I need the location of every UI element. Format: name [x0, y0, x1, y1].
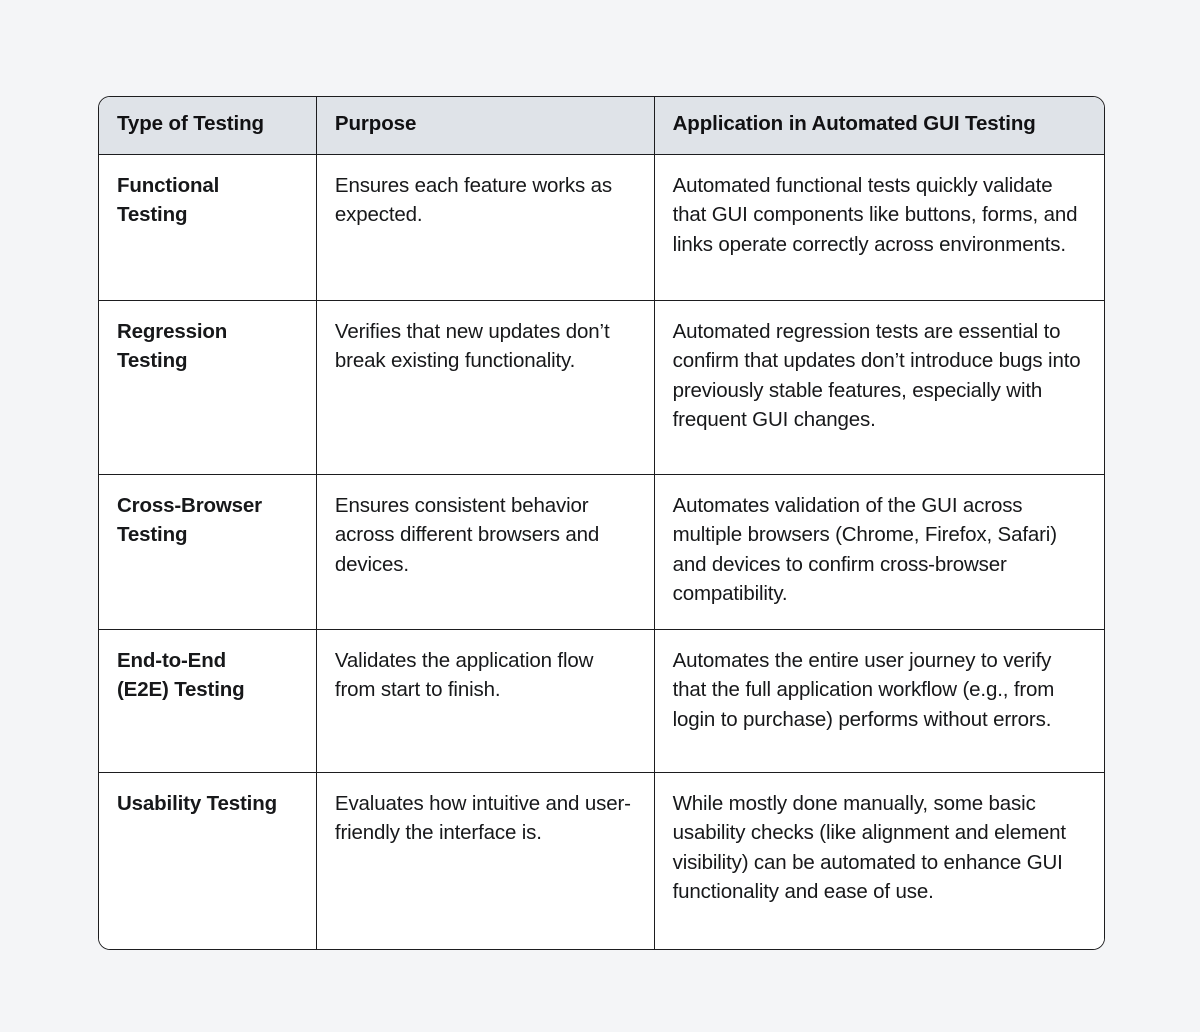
cell-purpose-end-to-end: Validates the application flow from star…: [316, 629, 655, 773]
table-row: End-to-End (E2E) Testing Validates the a…: [99, 629, 1104, 773]
table-row: Usability Testing Evaluates how intuitiv…: [99, 772, 1104, 950]
cell-purpose-functional: Ensures each feature works as expected.: [316, 154, 655, 301]
cell-text: Automates validation of the GUI across m…: [672, 493, 1057, 606]
table-row: Cross-Browser Testing Ensures consistent…: [99, 474, 1104, 630]
table-header: Type of Testing Purpose Application in A…: [99, 97, 1104, 155]
cell-purpose-regression: Verifies that new updates don’t break ex…: [316, 300, 655, 475]
cell-type-functional: Functional Testing: [99, 154, 317, 301]
comparison-table-container: Type of Testing Purpose Application in A…: [98, 96, 1105, 951]
cell-text: Automated functional tests quickly valid…: [672, 173, 1078, 256]
cell-application-cross-browser: Automates validation of the GUI across m…: [654, 474, 1104, 630]
cell-type-cross-browser: Cross-Browser Testing: [99, 474, 317, 630]
cell-text: Automated regression tests are essential…: [672, 319, 1081, 432]
cell-purpose-cross-browser: Ensures consistent behavior across diffe…: [316, 474, 655, 630]
cell-text: Verifies that new updates don’t break ex…: [334, 319, 610, 373]
cell-application-functional: Automated functional tests quickly valid…: [654, 154, 1104, 301]
cell-text: Ensures each feature works as expected.: [334, 173, 613, 227]
table-header-row: Type of Testing Purpose Application in A…: [99, 97, 1104, 155]
cell-text: Automates the entire user journey to ver…: [672, 648, 1055, 731]
cell-application-usability: While mostly done manually, some basic u…: [654, 772, 1104, 950]
table-body: Functional Testing Ensures each feature …: [99, 154, 1104, 950]
cell-text: Usability Testing: [117, 791, 277, 815]
column-header-purpose: Purpose: [316, 97, 655, 155]
cell-type-regression: Regression Testing: [99, 300, 317, 475]
comparison-table: Type of Testing Purpose Application in A…: [99, 97, 1104, 950]
cell-application-end-to-end: Automates the entire user journey to ver…: [654, 629, 1104, 773]
cell-text: Ensures consistent behavior across diffe…: [334, 493, 600, 576]
cell-text: Validates the application flow from star…: [334, 648, 594, 702]
table-row: Functional Testing Ensures each feature …: [99, 154, 1104, 301]
table-row: Regression Testing Verifies that new upd…: [99, 300, 1104, 475]
cell-type-end-to-end: End-to-End (E2E) Testing: [99, 629, 317, 773]
cell-text: End-to-End (E2E) Testing: [117, 648, 245, 702]
cell-application-regression: Automated regression tests are essential…: [654, 300, 1104, 475]
cell-text: Regression Testing: [117, 319, 228, 373]
cell-text: Cross-Browser Testing: [117, 493, 263, 547]
cell-type-usability: Usability Testing: [99, 772, 317, 950]
column-header-application: Application in Automated GUI Testing: [654, 97, 1104, 155]
cell-text: Evaluates how intuitive and user-friendl…: [334, 791, 631, 845]
column-header-type-of-testing: Type of Testing: [99, 97, 317, 155]
cell-purpose-usability: Evaluates how intuitive and user-friendl…: [316, 772, 655, 950]
cell-text: While mostly done manually, some basic u…: [672, 791, 1067, 904]
cell-text: Functional Testing: [117, 173, 220, 227]
